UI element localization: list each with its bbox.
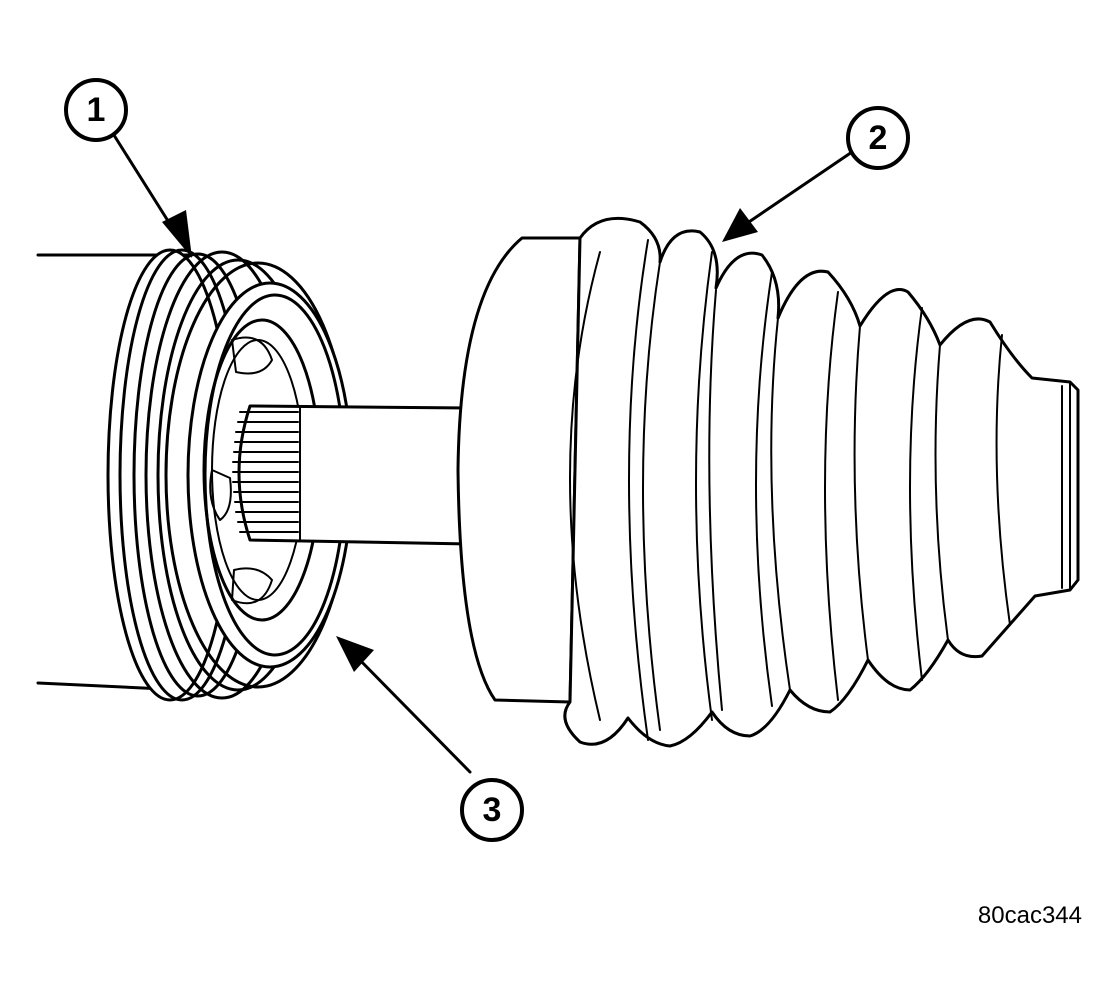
shaft-splines bbox=[232, 411, 299, 533]
callout-2-label: 2 bbox=[869, 119, 888, 157]
leader-arrows bbox=[110, 130, 854, 774]
arrow-2-head bbox=[722, 208, 758, 242]
callout-3: 3 bbox=[460, 778, 524, 842]
callout-1-label: 1 bbox=[87, 91, 106, 129]
callout-1: 1 bbox=[64, 78, 128, 142]
arrow-1-head bbox=[162, 210, 192, 258]
axle-shaft bbox=[232, 404, 472, 546]
callout-3-label: 3 bbox=[483, 791, 502, 829]
callout-2: 2 bbox=[846, 106, 910, 170]
arrow-3-head bbox=[336, 636, 374, 672]
figure-reference-code: 80cac344 bbox=[977, 902, 1082, 929]
cv-boot bbox=[456, 216, 1080, 748]
